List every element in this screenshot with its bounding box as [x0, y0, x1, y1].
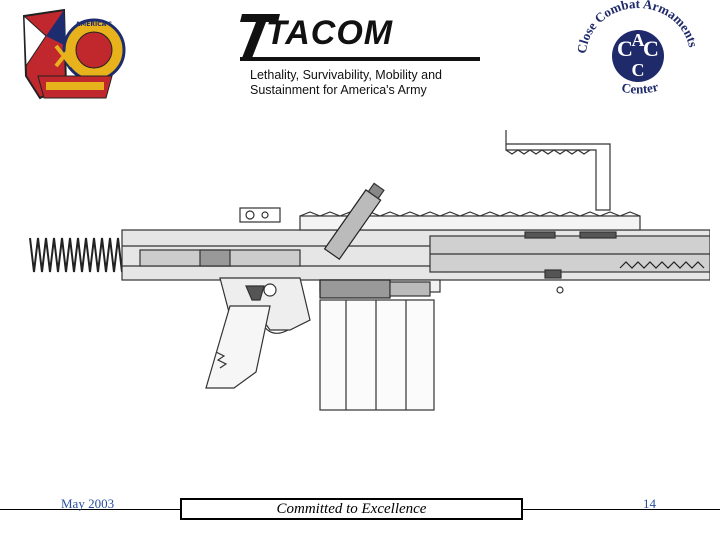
- svg-text:Center: Center: [621, 79, 661, 97]
- footer-rule-right: [523, 509, 720, 510]
- recoil-spring: [29, 237, 123, 273]
- brand-underline: [240, 57, 480, 61]
- brand-title: TACOM: [266, 14, 394, 52]
- ccac-logo: Close Combat Armaments Center C C A C: [568, 0, 708, 104]
- svg-text:C: C: [632, 60, 645, 80]
- page-number: 14: [643, 496, 656, 511]
- svg-text:C: C: [617, 36, 633, 61]
- svg-text:AMERICA'S: AMERICA'S: [76, 21, 113, 28]
- svg-text:C: C: [643, 36, 659, 61]
- tagline-line-2: Sustainment for America's Army: [250, 83, 427, 97]
- tagline-line-1: Lethality, Survivability, Mobility and: [250, 68, 442, 82]
- footer-date: May 2003: [61, 496, 115, 511]
- footer-motto: Committed to Excellence: [180, 498, 523, 520]
- tacom-t-glyph: [240, 14, 280, 58]
- rifle-cutaway-diagram-icon: [20, 120, 711, 420]
- tacom-header: TACOM Lethality, Survivability, Mobility…: [236, 8, 486, 100]
- svg-text:A: A: [632, 30, 645, 50]
- footer-rule-left: [0, 509, 180, 510]
- brand-tagline: Lethality, Survivability, Mobility and S…: [250, 68, 490, 98]
- tacom-crest-logo: AMERICA'S ARSENAL: [16, 6, 128, 106]
